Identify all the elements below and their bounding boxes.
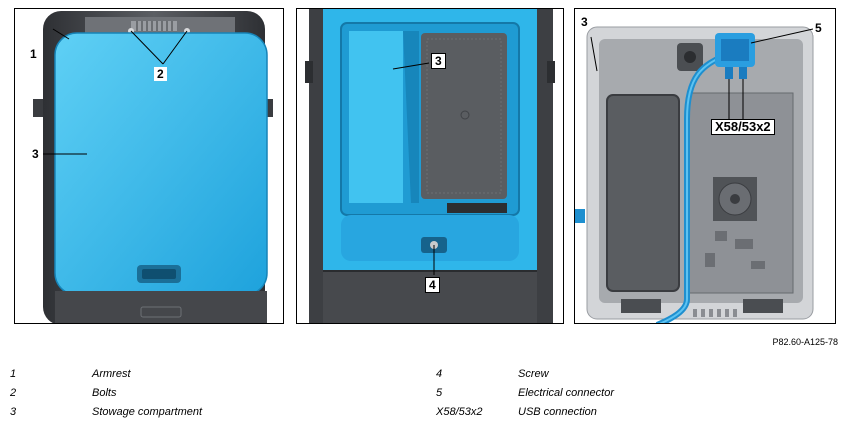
legend-description: Armrest bbox=[92, 368, 131, 380]
legend-number: 5 bbox=[436, 387, 443, 399]
legend-item: 3 Stowage compartment bbox=[10, 403, 410, 422]
legend-item: 2 Bolts bbox=[10, 384, 410, 403]
legend-item: 5 Electrical connector bbox=[436, 384, 836, 403]
panel-connector-view: 3 5 X58/53x2 bbox=[574, 8, 836, 324]
panel-armrest-closed: 1 2 3 bbox=[14, 8, 284, 324]
callout-usb-connection: X58/53x2 bbox=[711, 119, 775, 135]
legend-item: X58/53x2 USB connection bbox=[436, 403, 836, 422]
legend-description: Electrical connector bbox=[518, 387, 614, 399]
legend-number: 2 bbox=[10, 387, 17, 399]
callout-bolts: 2 bbox=[154, 67, 167, 81]
legend-description: USB connection bbox=[518, 406, 597, 418]
legend-number: 4 bbox=[436, 368, 443, 380]
inner-recess bbox=[606, 94, 680, 292]
connector-view-illustration bbox=[575, 26, 814, 323]
stowage-open-illustration bbox=[305, 9, 555, 323]
callout-stowage-p1: 3 bbox=[29, 147, 42, 161]
figure-reference-code: P82.60-A125-78 bbox=[772, 337, 838, 347]
legend-description: Screw bbox=[518, 368, 549, 380]
callout-stowage-p2: 3 bbox=[431, 53, 446, 69]
stowage-cover bbox=[55, 33, 267, 295]
legend-right-column: 4 Screw 5 Electrical connector X58/53x2 … bbox=[436, 365, 836, 422]
legend-number: X58/53x2 bbox=[436, 406, 483, 418]
callout-screw: 4 bbox=[425, 277, 440, 293]
legend-number: 1 bbox=[10, 368, 17, 380]
legend-description: Bolts bbox=[92, 387, 117, 399]
callout-connector: 5 bbox=[813, 21, 824, 35]
callout-stowage-p3: 3 bbox=[579, 15, 590, 29]
rubber-mat bbox=[421, 33, 507, 199]
legend-left-column: 1 Armrest 2 Bolts 3 Stowage compartment bbox=[10, 365, 410, 422]
panel-stowage-open: 3 4 bbox=[296, 8, 564, 324]
callout-armrest: 1 bbox=[27, 47, 40, 61]
legend-item: 4 Screw bbox=[436, 365, 836, 384]
legend-item: 1 Armrest bbox=[10, 365, 410, 384]
armrest-closed-illustration bbox=[33, 11, 273, 323]
legend-description: Stowage compartment bbox=[92, 406, 203, 418]
legend-number: 3 bbox=[10, 406, 17, 418]
